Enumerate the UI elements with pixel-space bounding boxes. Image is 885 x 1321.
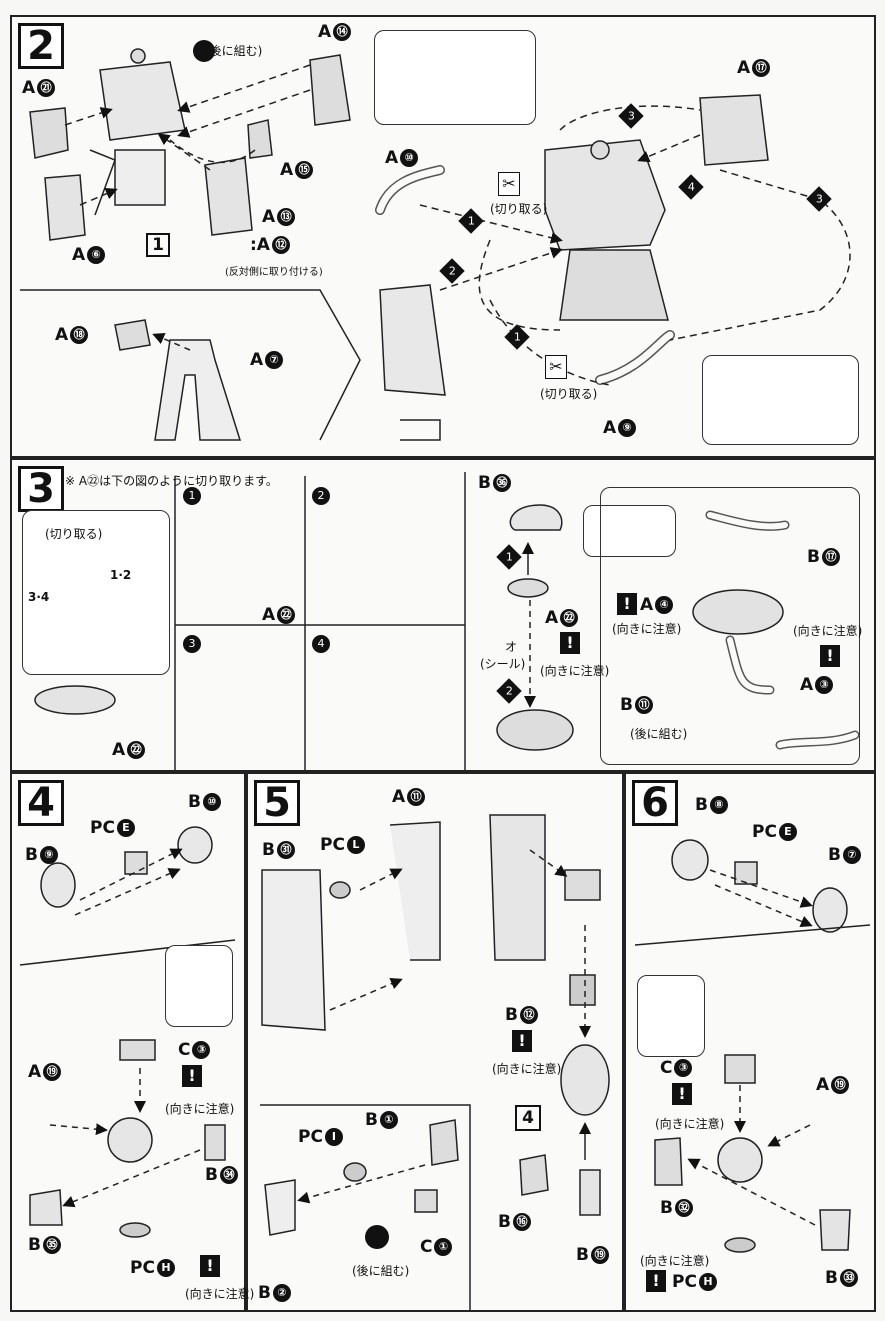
step-number: 2: [18, 23, 64, 69]
orientation-note: (向きに注意): [492, 1062, 562, 1076]
cut-order-label: 1·2: [110, 568, 132, 582]
reference-step-4: 4: [515, 1105, 541, 1131]
later-assembly-icon: [193, 40, 215, 62]
warning-icon: !: [646, 1270, 666, 1292]
orientation-note: (向きに注意): [185, 1287, 255, 1301]
orientation-note: (向きに注意): [612, 622, 682, 636]
cut-detail-inset: [22, 510, 170, 675]
cut-note: (切り取る): [45, 527, 103, 541]
orientation-note: (向きに注意): [640, 1254, 710, 1268]
warning-icon: !: [182, 1065, 202, 1087]
seal-label: オ: [505, 640, 518, 654]
warning-icon: !: [512, 1030, 532, 1052]
warning-icon: !: [820, 645, 840, 667]
hose-assembly-inset: [600, 487, 860, 765]
opposite-side-note: (反対側に取り付ける): [225, 267, 323, 278]
step-number: 6: [632, 780, 678, 826]
part-detail-inset: [165, 945, 233, 1027]
orientation-note: (向きに注意): [655, 1117, 725, 1131]
cut-instruction: ※ A㉒は下の図のように切り取ります。: [65, 474, 278, 488]
seal-note: (シール): [480, 657, 526, 671]
warning-icon: !: [672, 1083, 692, 1105]
warning-icon: !: [200, 1255, 220, 1277]
later-assembly-icon: [365, 1225, 389, 1249]
warning-icon: !: [560, 632, 580, 654]
step-number: 4: [18, 780, 64, 826]
substep-3: 3: [183, 635, 201, 653]
reference-step-1: 1: [146, 233, 170, 257]
later-assembly-note: (後に組む): [630, 727, 688, 741]
substep-2: 2: [312, 487, 330, 505]
hose-detail-inset: [374, 30, 536, 125]
cutter-icon: ✂: [498, 172, 520, 196]
substep-4: 4: [312, 635, 330, 653]
part-detail-inset: [583, 505, 676, 557]
cutter-icon: ✂: [545, 355, 567, 379]
cut-note: (切り取る): [540, 387, 598, 401]
warning-icon: !: [617, 593, 637, 615]
cut-note: (切り取る): [490, 202, 548, 216]
orientation-note: (向きに注意): [165, 1102, 235, 1116]
later-assembly-note: (後に組む): [205, 44, 263, 58]
step-number: 3: [18, 466, 64, 512]
orientation-note: (向きに注意): [793, 624, 863, 638]
orientation-note: (向きに注意): [540, 664, 610, 678]
hose-detail-inset: [702, 355, 859, 445]
cut-order-label: 3·4: [28, 590, 50, 604]
substep-1: 1: [183, 487, 201, 505]
step-number: 5: [254, 780, 300, 826]
part-detail-inset: [637, 975, 705, 1057]
later-assembly-note: (後に組む): [352, 1264, 410, 1278]
